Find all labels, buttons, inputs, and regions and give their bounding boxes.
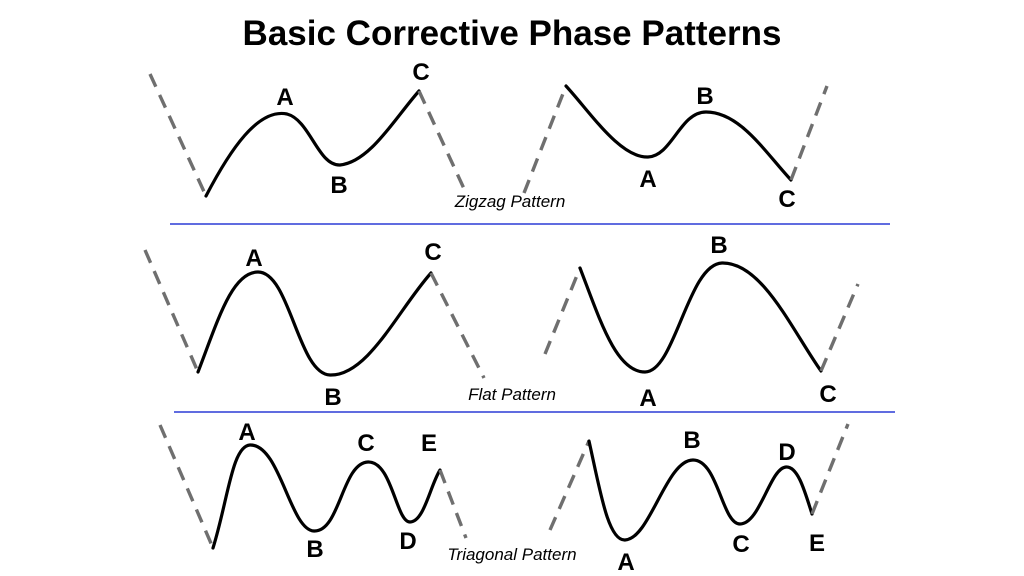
triagonal-right-label-b: B [683,427,700,454]
flat-left-pattern: A B C [143,239,486,411]
triagonal-left-label-a: A [238,419,255,446]
triagonal-right-pattern: A B C D E [548,423,850,576]
flat-right-pattern: A B C [543,232,860,412]
triagonal-right-exit-leg [810,423,850,515]
triagonal-right-label-d: D [778,439,795,466]
flat-left-label-b: B [324,384,341,411]
zigzag-left-wave [204,89,421,198]
triagonal-left-label-c: C [357,430,374,457]
zigzag-left-label-a: A [276,84,293,111]
zigzag-left-label-c: C [412,59,429,86]
zigzag-right-label-b: B [696,83,713,110]
flat-right-label-a: A [639,385,656,412]
zigzag-right-wave [564,84,793,182]
triagonal-left-label-b: B [306,536,323,563]
triagonal-right-label-e: E [809,530,825,557]
flat-right-label-c: C [819,381,836,408]
triagonal-right-wave [587,439,814,542]
zigzag-right-label-a: A [639,166,656,193]
flat-left-entry-leg [143,249,200,373]
triagonal-left-pattern: A B C D E [158,419,468,563]
zigzag-right-exit-leg [789,85,829,181]
flat-right-exit-leg [819,283,860,372]
flat-left-wave [196,270,433,377]
flat-section: A B C A B C Flat Pattern [143,232,860,412]
flat-caption: Flat Pattern [468,385,556,404]
flat-left-exit-leg [429,272,486,379]
flat-right-label-b: B [710,232,727,259]
flat-right-entry-leg [543,267,582,355]
triagonal-right-label-a: A [617,549,634,576]
zigzag-left-exit-leg [417,90,468,194]
triagonal-left-wave [211,443,442,550]
diagram-title: Basic Corrective Phase Patterns [243,14,782,53]
triagonal-left-label-e: E [421,430,437,457]
zigzag-left-entry-leg [148,73,208,197]
zigzag-left-label-b: B [330,172,347,199]
triagonal-left-entry-leg [158,424,215,549]
flat-left-label-c: C [424,239,441,266]
zigzag-right-label-c: C [778,186,795,213]
triagonal-right-label-c: C [732,531,749,558]
zigzag-right-entry-leg [522,85,568,194]
zigzag-left-pattern: A B C [148,59,468,199]
triagonal-caption: Triagonal Pattern [447,545,576,564]
zigzag-caption: Zigzag Pattern [454,192,566,211]
triagonal-left-exit-leg [438,469,468,539]
zigzag-right-pattern: A B C [522,83,829,213]
triagonal-left-label-d: D [399,528,416,555]
triagonal-section: A B C D E A B C D E Triagonal Pattern [158,419,850,576]
triagonal-right-entry-leg [548,440,591,531]
zigzag-section: A B C A B C Zigzag Pattern [148,59,829,213]
flat-left-label-a: A [245,245,262,272]
flat-right-wave [578,261,823,374]
